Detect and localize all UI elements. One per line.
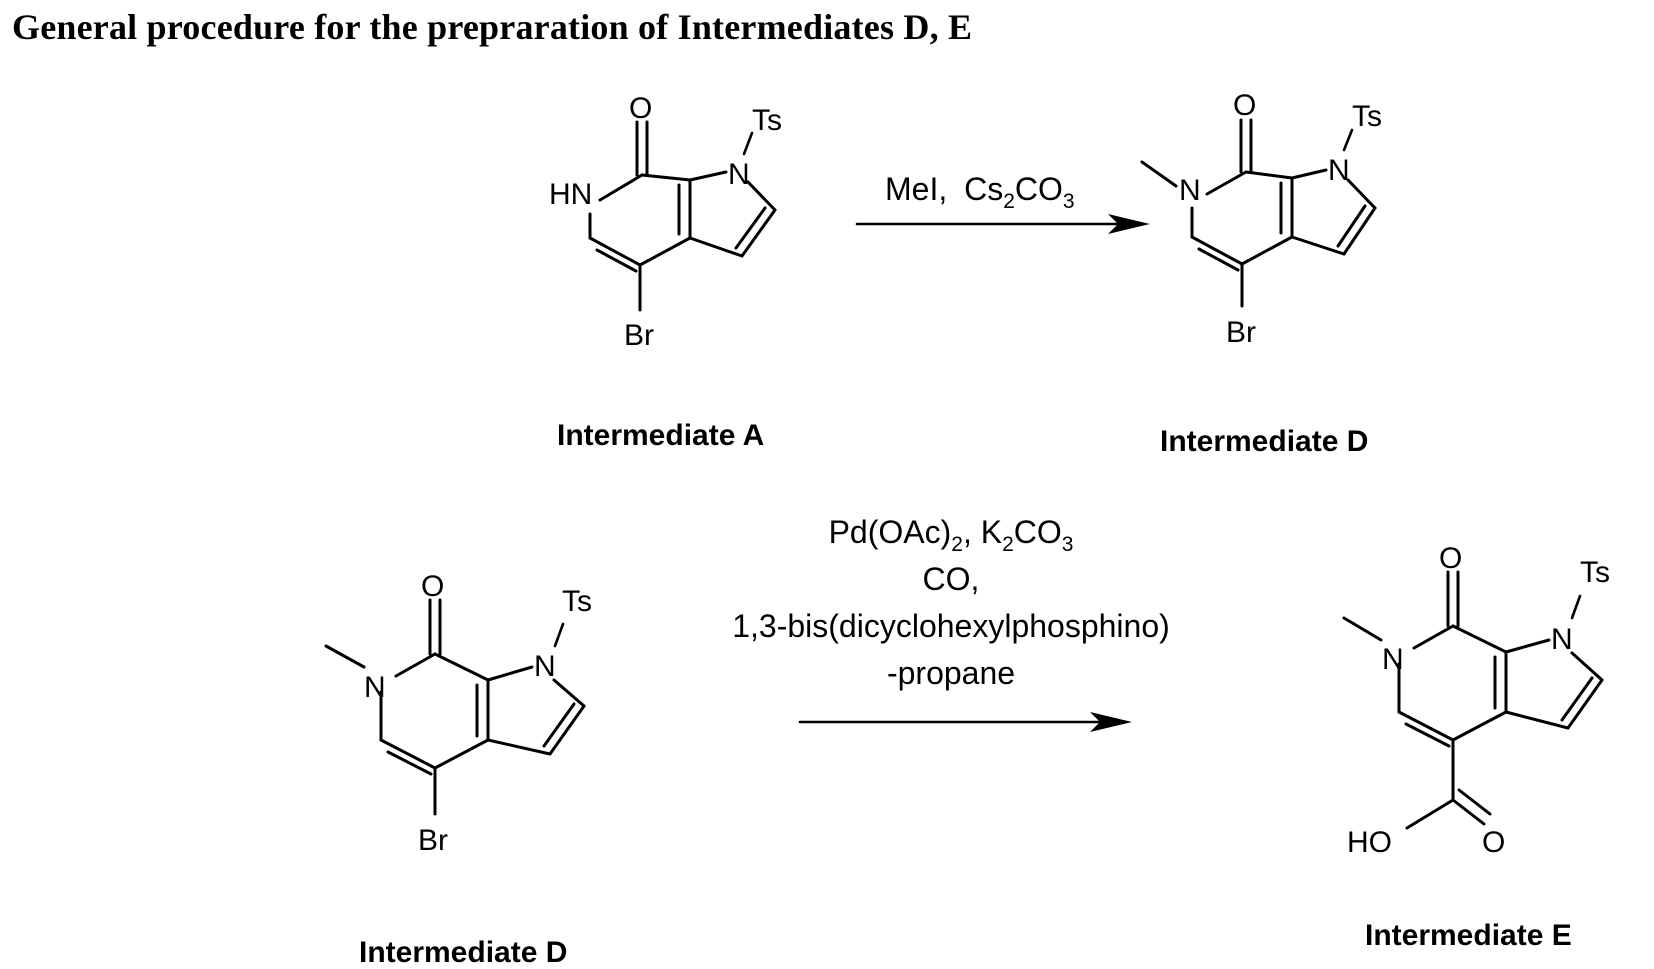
bond-n1-c2 (1572, 653, 1602, 680)
atom-tosyl: Ts (1352, 100, 1382, 133)
structure-intermediate-e: O N N Ts HO O (1344, 542, 1610, 859)
bond-c4-c3a (640, 238, 690, 265)
reagent-k-subscript: 2 (1002, 533, 1014, 556)
bond-c4-c3a (1453, 712, 1506, 740)
label-intermediate-d-bottom: Intermediate D (359, 936, 567, 969)
reagent-co: CO (1015, 171, 1063, 207)
bond-n-methyl (326, 646, 364, 667)
reagent-k: , K (963, 514, 1002, 550)
bond-c2-c3-double (1338, 206, 1365, 246)
reagent-mei: MeI, (885, 171, 947, 207)
reaction2-line1: Pd(OAc)2, K2CO3 (829, 514, 1074, 556)
reaction1-conditions: MeI, Cs2CO3 (885, 171, 1075, 213)
bond-c3-c3a (690, 238, 742, 256)
bond-c-o-double (1459, 790, 1490, 814)
label-intermediate-a: Intermediate A (557, 419, 764, 452)
atom-tosyl: Ts (562, 585, 592, 618)
bond-c3-c3a (1292, 237, 1344, 254)
bond-n-methyl (1344, 618, 1381, 640)
bond-c7a-c7 (642, 175, 690, 180)
structure-intermediate-d-top: O N N Ts Br (1142, 89, 1382, 349)
structure-intermediate-d-bottom: O N N Ts Br (326, 570, 592, 857)
reagent-co3-subscript: 3 (1062, 533, 1074, 556)
bond-n-ts (1344, 130, 1352, 150)
structure-intermediate-a: O HN N Ts Br (549, 92, 782, 352)
bond-c7a-c7 (1246, 172, 1292, 178)
bond-c7-n6 (1414, 626, 1453, 648)
reaction2-line3: 1,3-bis(dicyclohexylphosphino) (732, 608, 1170, 644)
bond-c-o (1453, 800, 1484, 824)
bond-n-ts (555, 624, 563, 646)
bond-c7a-n1 (1292, 170, 1326, 178)
bond-c7a-n1 (488, 667, 532, 680)
bond-c7a-c7 (435, 654, 488, 680)
atom-hn: HN (549, 178, 592, 211)
reagent-cs-subscript: 2 (1003, 190, 1015, 213)
label-intermediate-e: Intermediate E (1365, 919, 1572, 952)
bond-c-oh (1407, 800, 1453, 828)
label-intermediate-d-top: Intermediate D (1160, 425, 1368, 458)
atom-nitrogen: N (364, 671, 386, 704)
bond-c3-c3a (1506, 712, 1568, 728)
bond-c7-n6 (1207, 172, 1246, 194)
reaction2-line4: -propane (887, 655, 1015, 691)
atom-oxygen: O (629, 92, 652, 125)
reaction-arrow-2 (800, 712, 1132, 732)
bond-c7-n6 (600, 175, 642, 200)
bond-n-ts (1572, 596, 1580, 618)
bond-n1-c2 (748, 182, 775, 210)
bond-c7a-n1 (690, 172, 726, 180)
atom-tosyl: Ts (752, 104, 782, 137)
atom-bromine: Br (1226, 316, 1256, 349)
bond-n-methyl (1142, 162, 1176, 186)
bond-c4-c3a (1242, 237, 1292, 264)
atom-oxygen: O (1233, 89, 1256, 122)
atom-nitrogen: N (1382, 643, 1404, 676)
reagent-co3: CO (1014, 514, 1062, 550)
atom-hydroxyl: HO (1347, 826, 1392, 859)
bond-c7-n6 (396, 654, 435, 676)
reagent-co-subscript: 3 (1063, 190, 1075, 213)
bond-n1-c2 (1348, 180, 1375, 208)
reaction-arrow-1 (857, 214, 1150, 234)
bond-c3-c3a (488, 740, 550, 754)
reagent-cs: Cs (964, 171, 1003, 207)
atom-oxygen: O (1482, 826, 1505, 859)
atom-bromine: Br (418, 824, 448, 857)
atom-nitrogen: N (728, 158, 750, 191)
reaction2-line2: CO, (923, 561, 980, 597)
reagent-pd-subscript: 2 (951, 533, 963, 556)
bond-c7a-c7 (1453, 626, 1506, 652)
atom-oxygen: O (1439, 542, 1462, 575)
bond-c4-c3a (435, 740, 488, 768)
atom-tosyl: Ts (1580, 556, 1610, 589)
reagent-pd-oac: Pd(OAc) (829, 514, 952, 550)
bond-c7a-n1 (1506, 640, 1549, 652)
atom-bromine: Br (624, 319, 654, 352)
atom-nitrogen: N (1551, 623, 1573, 656)
atom-nitrogen: N (1328, 154, 1350, 187)
bond-n1-c2 (554, 680, 584, 706)
bond-n-ts (744, 133, 752, 154)
atom-nitrogen: N (1179, 174, 1201, 207)
atom-nitrogen: N (534, 650, 556, 683)
atom-oxygen: O (421, 570, 444, 603)
